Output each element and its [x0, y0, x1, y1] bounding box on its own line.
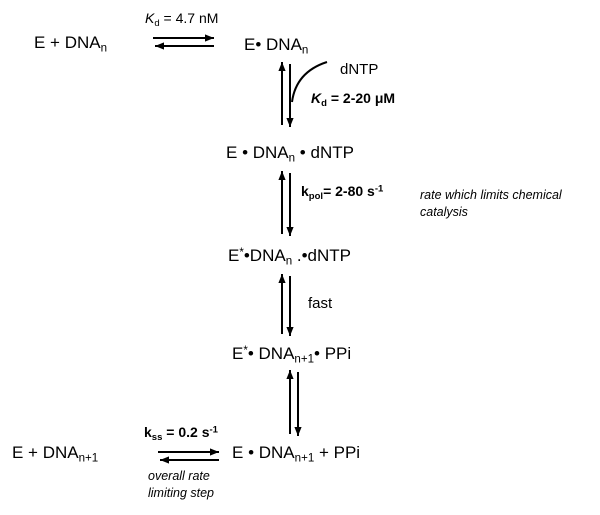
- note-kss-line1: overall rate: [148, 469, 210, 483]
- equilibrium-arrow-release: [158, 448, 219, 464]
- species-e-dna-n-dntp: E • DNAn • dNTP: [226, 143, 354, 165]
- label-fast: fast: [308, 295, 333, 312]
- note-kpol-line2: catalysis: [420, 205, 468, 219]
- label-kd-dntp: Kd = 2-20 μM: [311, 90, 396, 110]
- label-kss: kss = 0.2 s-1: [144, 424, 218, 444]
- species-e-dna-n1-plus-ppi: E • DNAn+1 + PPi: [232, 443, 361, 465]
- equilibrium-arrow-chemistry: [278, 274, 294, 336]
- label-kpol: kpol= 2-80 s-1: [301, 183, 384, 203]
- dntp-entry-curve: [291, 61, 328, 103]
- note-kpol-line1: rate which limits chemical: [420, 188, 562, 202]
- label-dntp: dNTP: [340, 61, 379, 78]
- equilibrium-arrow-conformational: [278, 171, 294, 236]
- species-e-plus-dna-n1: E + DNAn+1: [12, 443, 99, 465]
- equilibrium-arrow-binding: [153, 34, 214, 50]
- species-estar-dna-n1-ppi: E*• DNAn+1• PPi: [232, 344, 352, 366]
- note-kss-line2: limiting step: [148, 486, 214, 500]
- label-kd-binding: Kd = 4.7 nM: [145, 10, 219, 30]
- species-e-dna-n: E• DNAn: [244, 35, 309, 57]
- equilibrium-arrow-ppi-release: [286, 370, 302, 436]
- equilibrium-arrow-dntp-binding: [278, 62, 294, 127]
- species-e-plus-dna-n: E + DNAn: [34, 33, 108, 55]
- species-estar-dna-n-dntp: E*•DNAn .•dNTP: [228, 246, 351, 268]
